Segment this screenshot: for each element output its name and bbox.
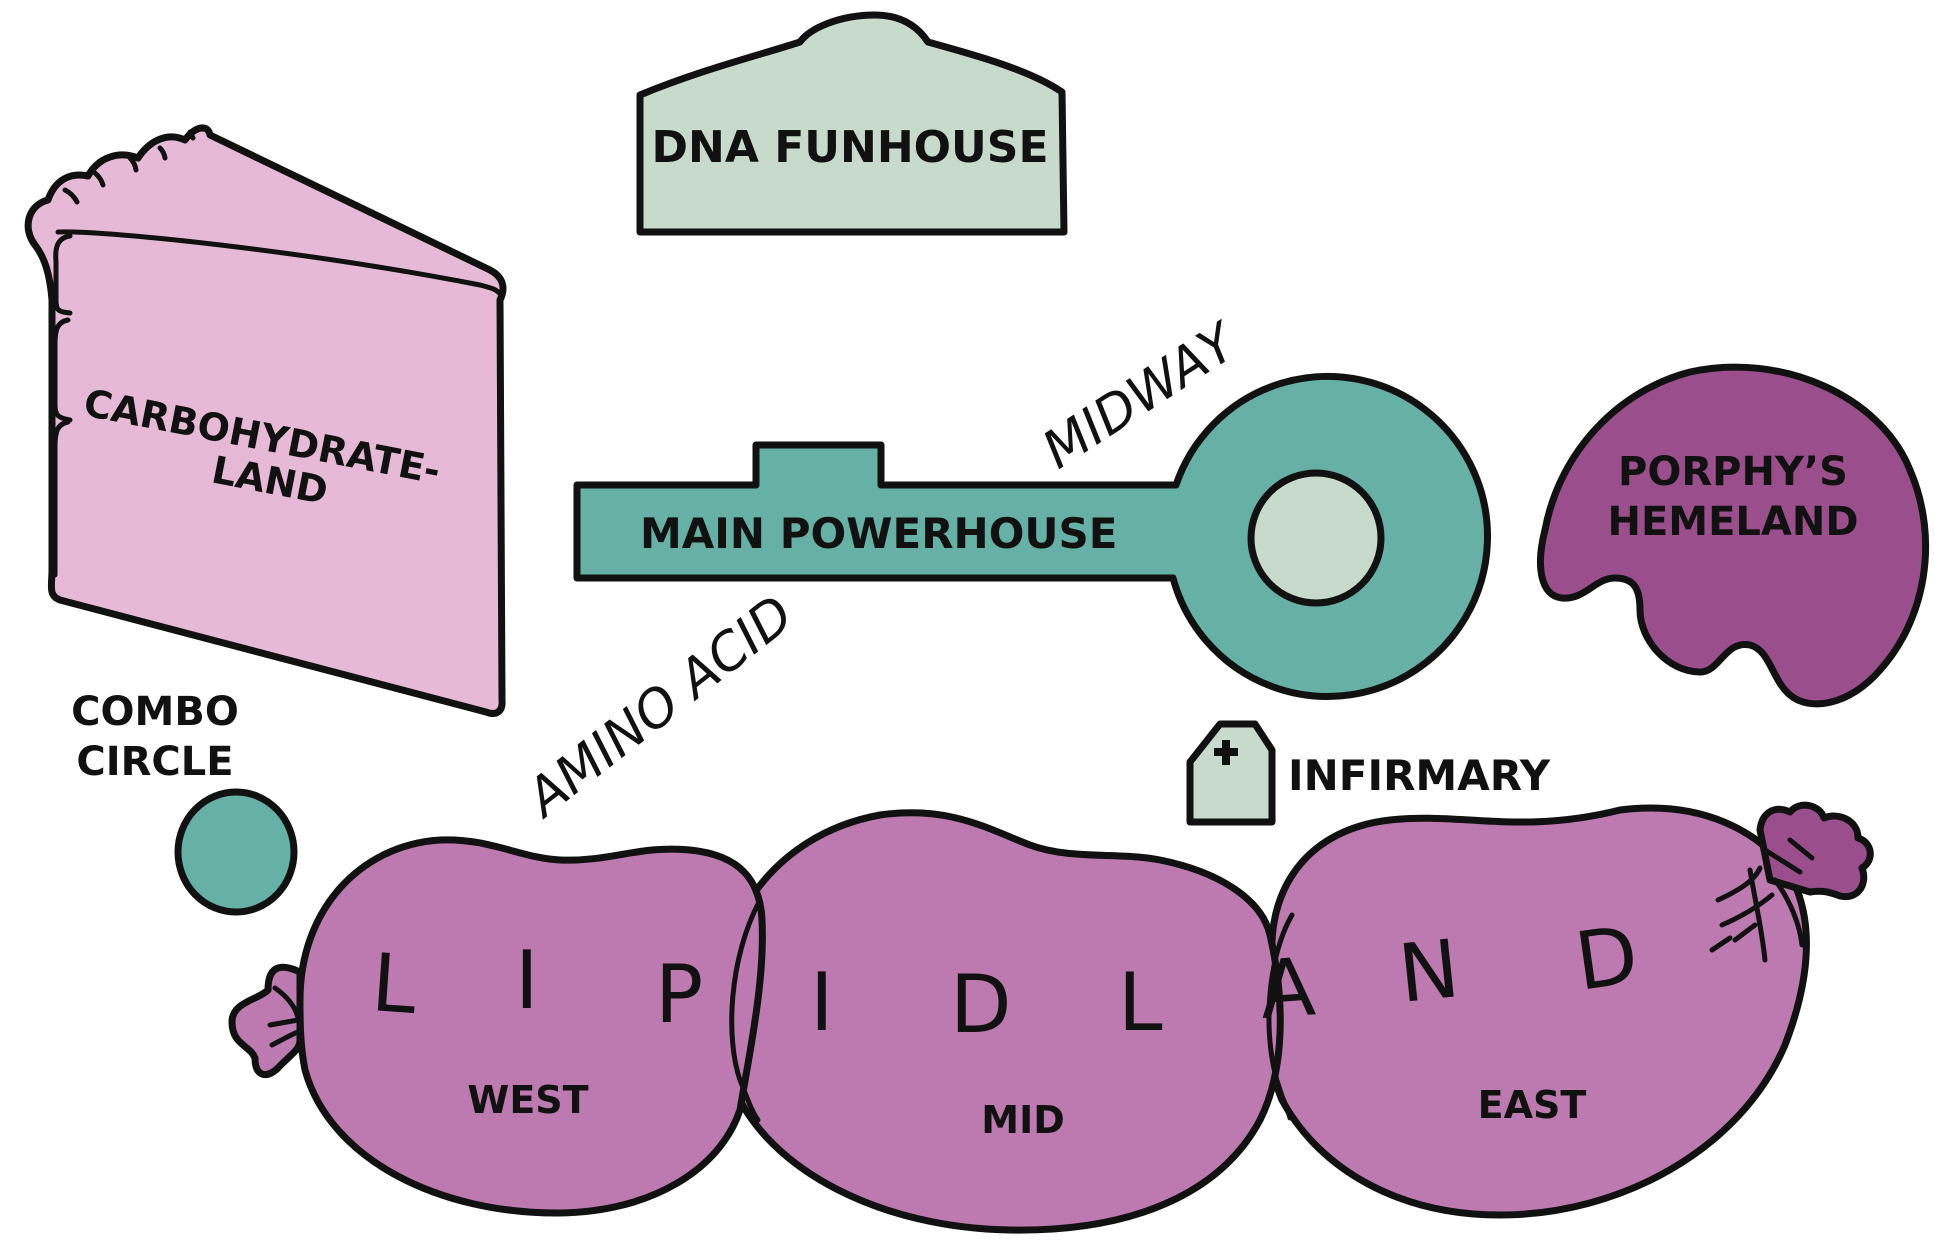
powerhouse-key-shape [573, 372, 1492, 700]
lipid-mid-west-edge [729, 897, 763, 1123]
infirmary-label: INFIRMARY [1288, 751, 1551, 800]
lipid-section-east: EAST [1478, 1083, 1587, 1127]
funhouse-shape [636, 11, 1068, 236]
powerhouse-core [1247, 469, 1385, 607]
lipidland-letter-4: I [810, 956, 834, 1049]
powerhouse-label: MAIN POWERHOUSE [640, 509, 1117, 558]
funhouse-label: DNA FUNHOUSE [651, 122, 1048, 173]
lipidland-letter-8: N [1394, 922, 1463, 1021]
road-label-amino-acid[interactable]: AMINO ACID [514, 584, 805, 830]
lipid-east-tie-creases [1709, 837, 1815, 963]
cake-frosting-dots [62, 129, 196, 205]
porphys-hemeland[interactable]: PORPHY’S HEMELAND [1537, 363, 1930, 708]
lipidland[interactable]: L I P I D L A N D WEST MID EAST [228, 801, 1874, 1234]
dna-funhouse[interactable]: DNA FUNHOUSE [636, 11, 1068, 236]
lipid-west-tie-creases [267, 985, 301, 1048]
cake-side-brace-1 [53, 233, 73, 316]
lipidland-letter-7: A [1257, 940, 1318, 1037]
lipid-west-shape [296, 836, 766, 1217]
lipid-mid-shape [714, 809, 1284, 1234]
carbohydrate-land[interactable]: CARBOHYDRATE- LAND [24, 124, 507, 717]
lipidland-letter-5: D [950, 958, 1012, 1051]
lipidland-letter-1: L [369, 936, 420, 1032]
combo-label-line2: CIRCLE [76, 739, 233, 785]
main-powerhouse[interactable]: MAIN POWERHOUSE [573, 372, 1492, 700]
cake-slice-shape [24, 124, 507, 717]
infirmary[interactable]: INFIRMARY [1186, 720, 1551, 826]
lipid-section-mid: MID [981, 1098, 1065, 1142]
lipid-east-shape [1265, 804, 1810, 1219]
medical-cross-icon [1214, 740, 1238, 765]
cake-side-brace-3 [52, 419, 71, 578]
hemeland-label-line2: HEMELAND [1607, 499, 1858, 545]
lipidland-letter-9: D [1570, 908, 1644, 1009]
lipidland-letter-2: I [515, 934, 539, 1027]
infirmary-building-icon [1186, 720, 1276, 826]
combo-circle-shape [174, 788, 298, 916]
lipidland-letter-6: L [1118, 956, 1163, 1049]
lipid-east-mid-edge [1266, 912, 1295, 1121]
cake-layer-line [55, 229, 505, 301]
hemeland-label-line1: PORPHY’S [1618, 449, 1848, 495]
lipidland-letter-3: P [655, 948, 703, 1041]
lipid-section-west: WEST [467, 1078, 588, 1122]
cake-side-brace-2 [52, 317, 73, 423]
combo-label-line1: COMBO [71, 689, 239, 735]
hemeland-blob-shape [1537, 363, 1930, 708]
combo-circle[interactable]: COMBO CIRCLE [71, 689, 298, 916]
lipid-east-tie [1756, 801, 1874, 901]
